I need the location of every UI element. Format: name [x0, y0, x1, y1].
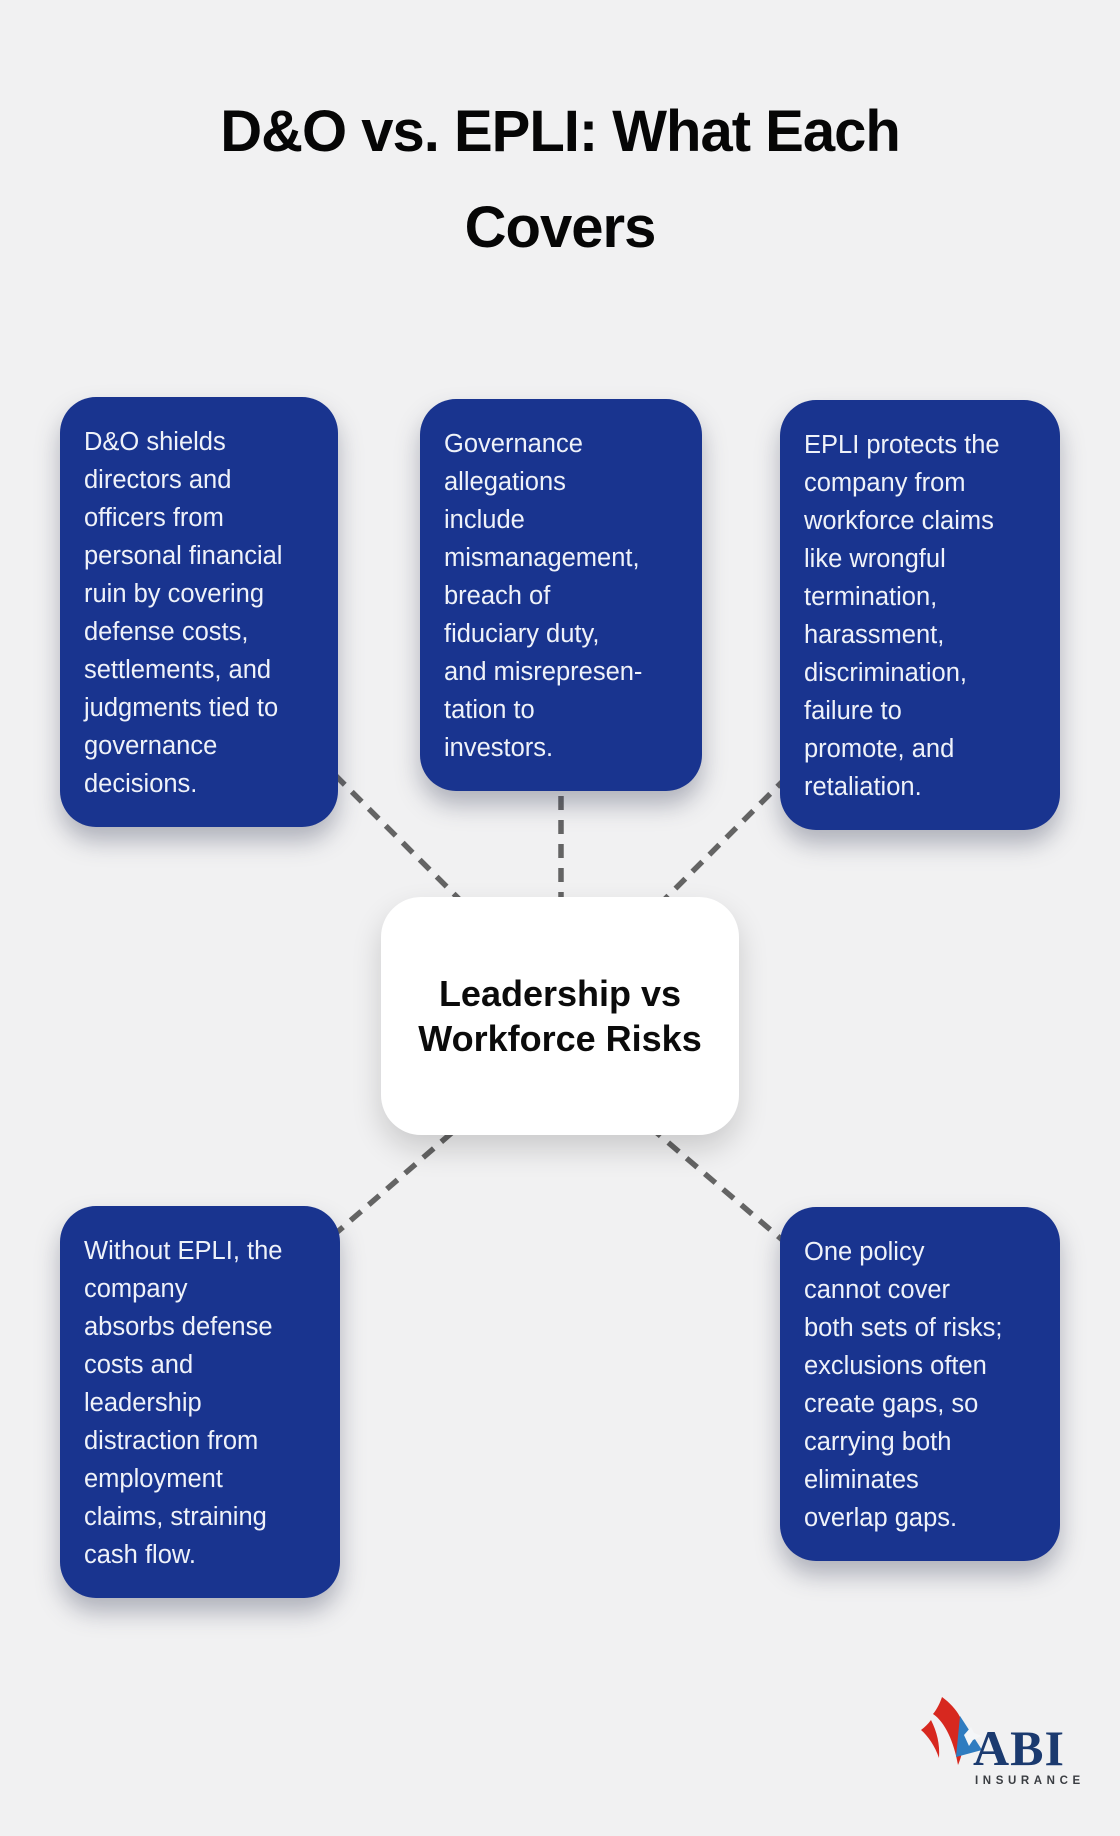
- abi-logo-text: ABI INSURANCE: [973, 1690, 1085, 1787]
- page-title: D&O vs. EPLI: What Each Covers: [220, 99, 901, 260]
- card-dno-definition: D&O shields directors and officers from …: [60, 397, 338, 827]
- card-without-epli-consequences: Without EPLI, the company absorbs defens…: [60, 1206, 340, 1598]
- connector-bottom-left: [318, 1114, 472, 1250]
- card-one-policy-gap: One policy cannot cover both sets of ris…: [780, 1207, 1060, 1561]
- card-governance-allegations: Governance allegations include mismanage…: [420, 399, 702, 791]
- abi-logo-icon: [921, 1697, 982, 1765]
- card-epli-definition: EPLI protects the company from workforce…: [780, 400, 1060, 830]
- center-node-leadership-vs-workforce: Leadership vs Workforce Risks: [381, 897, 739, 1135]
- abi-logo-brand: ABI: [973, 1720, 1065, 1776]
- abi-insurance-logo: ABI INSURANCE: [918, 1690, 1085, 1787]
- abi-logo-tagline: INSURANCE: [975, 1775, 1085, 1787]
- connector-bottom-right: [648, 1124, 802, 1258]
